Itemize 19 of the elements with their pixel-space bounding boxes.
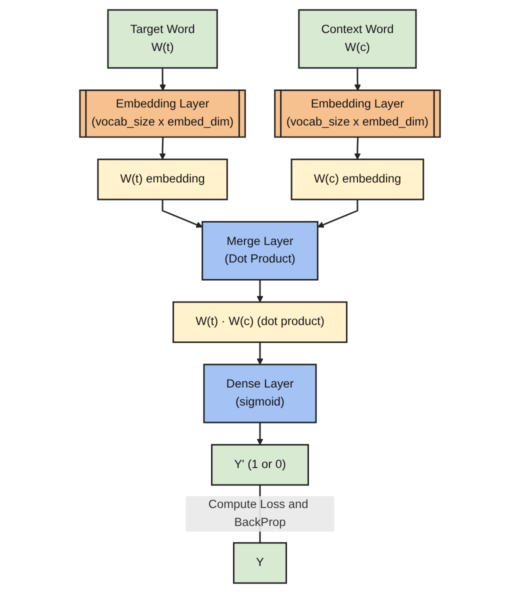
arrow xyxy=(256,279,264,302)
node-box: W(t) · W(c) (dot product) xyxy=(172,300,348,342)
node-box: W(c) embedding xyxy=(290,158,424,200)
node-box: Y' (1 or 0) xyxy=(211,444,309,486)
arrow xyxy=(354,67,361,90)
node-box: Y xyxy=(233,542,287,584)
arrow xyxy=(256,422,264,445)
arrow xyxy=(159,67,166,90)
node-box: Context Word W(c) xyxy=(298,8,417,68)
node-box: W(t) embedding xyxy=(97,158,228,200)
arrow xyxy=(162,199,203,228)
node-box: Merge Layer (Dot Product) xyxy=(202,220,318,280)
arrow xyxy=(159,136,166,160)
edge-label: Compute Loss and BackProp xyxy=(208,498,308,528)
node-box: Target Word W(t) xyxy=(107,8,218,68)
arrow xyxy=(317,199,358,228)
arrow xyxy=(354,136,361,160)
node-box: Dense Layer (sigmoid) xyxy=(203,363,317,423)
arrow xyxy=(256,342,264,364)
